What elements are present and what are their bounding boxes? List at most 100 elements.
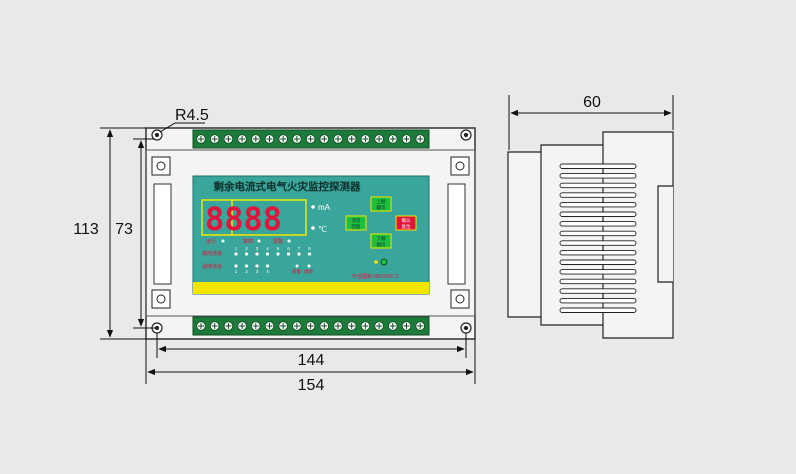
label-leak-channels: 漏电通道: [202, 250, 222, 257]
svg-text:翻页: 翻页: [377, 241, 386, 248]
dim-60: 60: [583, 94, 601, 111]
leak-channel-number: 5: [277, 246, 280, 251]
vent-slot: [559, 307, 637, 313]
vent-slot: [559, 230, 637, 237]
temp-channel-number: 1: [235, 269, 238, 274]
terminal-screw: [319, 321, 330, 331]
leak-channel-number: 8: [308, 246, 311, 251]
terminal-screw: [196, 321, 206, 331]
temp-channel-number: 4: [266, 269, 269, 274]
vent-slot: [559, 269, 637, 275]
svg-text:回复: 回复: [352, 223, 361, 230]
standard-label: 符合国标:GB14287.2: [352, 273, 399, 280]
terminal-screw: [237, 134, 247, 144]
inner-frame: [145, 149, 476, 317]
svg-text:翻页: 翻页: [377, 204, 386, 211]
label-fault-2: 故障: [304, 268, 313, 275]
vent-slot: [559, 288, 637, 294]
vent-slot: [559, 240, 637, 246]
leak-channel-led: [276, 252, 280, 256]
svg-text:下翻: 下翻: [377, 235, 386, 242]
terminal-screw: [305, 134, 316, 144]
terminal-screw: [415, 134, 425, 144]
terminal-screw: [209, 134, 220, 144]
vent-slot: [559, 278, 637, 285]
terminal-screw: [223, 321, 234, 331]
terminal-screw: [333, 134, 343, 144]
down-button[interactable]: 下翻 翻页: [370, 233, 392, 249]
terminal-screw: [292, 134, 302, 144]
unit-ma: mA: [318, 203, 331, 212]
reset-button[interactable]: 确认 复位: [395, 215, 417, 231]
mounting-holes: [151, 129, 472, 334]
terminal-screw: [347, 321, 357, 331]
leak-channel-led: [286, 252, 291, 256]
temp-channel-led: [234, 264, 238, 268]
unit-c: ℃: [318, 225, 327, 234]
top-terminals: [196, 134, 425, 144]
right-slot: [447, 183, 466, 285]
terminal-screw: [347, 134, 357, 144]
dim-144: 144: [298, 352, 325, 369]
terminal-screw: [360, 134, 371, 144]
radius-leader: [159, 122, 205, 133]
terminal-screw: [319, 134, 330, 144]
label-alarm-2: 报警: [292, 268, 301, 275]
status-led-green: [380, 258, 388, 266]
vent-slot: [559, 211, 637, 217]
display-digits: 8888: [205, 200, 282, 238]
terminal-screw: [374, 321, 384, 331]
svg-text:消音: 消音: [352, 217, 361, 224]
terminal-screw: [333, 321, 343, 331]
leak-channel-led: [265, 252, 270, 256]
leak-channel-number: 6: [287, 246, 290, 251]
dim-154: 154: [298, 377, 325, 394]
up-button[interactable]: 上翻 翻页: [370, 196, 392, 212]
vent-slots: [559, 163, 637, 313]
display-frame: [201, 199, 307, 236]
label-fault: 故障: [243, 238, 253, 245]
leak-channel-led: [234, 252, 238, 256]
leak-channel-number: 2: [245, 246, 248, 251]
terminal-screw: [264, 321, 275, 331]
temp-channel-leds: 1 2 3 4: [234, 264, 269, 274]
silence-button[interactable]: 消音 回复: [345, 215, 367, 231]
terminal-screw: [223, 134, 234, 144]
leak-channel-led: [244, 252, 249, 256]
terminal-screw: [388, 134, 398, 144]
left-slot: [153, 183, 172, 285]
leak-channel-led: [307, 252, 312, 256]
vent-slot: [559, 201, 637, 208]
svg-text:复位: 复位: [402, 223, 411, 230]
terminal-screw: [388, 321, 398, 331]
terminal-screw: [278, 321, 288, 331]
vent-slot: [559, 221, 637, 227]
terminal-screw: [401, 134, 412, 144]
bottom-terminals: [196, 321, 425, 331]
vent-slot: [559, 173, 637, 179]
label-run: 运行: [206, 238, 216, 245]
inner-screws: [151, 156, 470, 309]
temp-channel-number: 3: [256, 269, 259, 274]
terminal-screw: [305, 321, 316, 331]
leak-channel-led: [255, 252, 259, 256]
temp-channel-number: 2: [245, 269, 248, 274]
dimension-lines-front: [100, 127, 476, 384]
terminal-screw: [237, 321, 247, 331]
label-temp-channels: 温度通道: [202, 263, 222, 270]
terminal-screw: [251, 134, 261, 144]
status-led: [374, 260, 378, 264]
svg-text:确认: 确认: [402, 217, 411, 224]
terminal-screw: [209, 321, 220, 331]
terminal-screw: [251, 321, 261, 331]
terminal-screw: [196, 134, 206, 144]
leak-channel-number: 4: [266, 246, 269, 251]
vent-slot: [559, 192, 637, 198]
c-indicator: [311, 226, 315, 230]
temp-channel-led: [265, 264, 270, 268]
vent-slot: [559, 163, 637, 169]
terminal-screw: [415, 321, 425, 331]
radius-label: R4.5: [175, 107, 209, 124]
